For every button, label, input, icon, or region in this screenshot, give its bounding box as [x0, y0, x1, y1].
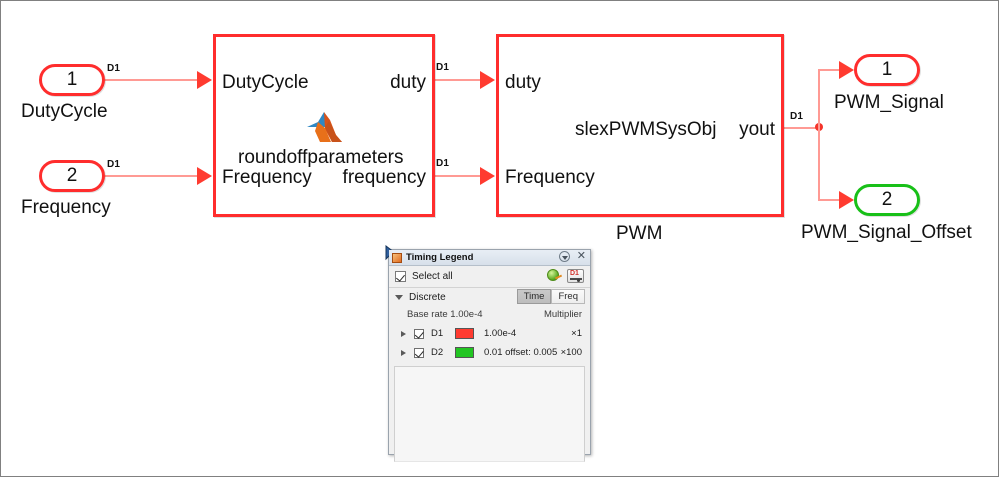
signal-line-yout[interactable] [784, 127, 820, 129]
output-port-pwm-signal-offset[interactable]: 2 [854, 184, 920, 216]
select-all-label: Select all [412, 271, 453, 282]
color-swatch-d2[interactable] [455, 347, 474, 358]
timing-legend-title-buttons: ✕ [558, 250, 586, 262]
d1-sample-time-icon[interactable]: D1 [567, 269, 584, 283]
signal-line-freq2[interactable] [433, 175, 481, 177]
block-pwm-center-label: slexPWMSysObj [575, 119, 717, 140]
block-pwm-name: PWM [616, 223, 663, 244]
chevron-down-circle-icon[interactable] [558, 251, 570, 262]
timing-legend-empty-body [394, 366, 585, 462]
signal-arrow-freq2 [480, 167, 495, 185]
block-pwm-input-duty: duty [505, 72, 541, 93]
signal-line-frequency[interactable] [105, 175, 197, 177]
expand-arrow-icon[interactable] [401, 349, 406, 356]
signal-tag-duty: D1 [436, 62, 450, 73]
chevron-down-icon[interactable] [395, 294, 403, 300]
row-multiplier-d2: ×100 [560, 347, 582, 358]
signal-line-to-pwm-signal-offset[interactable] [818, 199, 841, 201]
input-port-frequency-caption: Frequency [21, 197, 111, 218]
block-roundoffparameters-output-duty: duty [390, 72, 426, 93]
block-roundoffparameters-output-frequency: frequency [342, 167, 426, 188]
base-rate-label: Base rate 1.00e-4 [407, 308, 483, 320]
row-id-d2: D2 [431, 347, 444, 358]
signal-arrow-pwm-signal-offset [839, 191, 854, 209]
color-swatch-d1[interactable] [455, 328, 474, 339]
signal-tag-freq2: D1 [436, 158, 450, 169]
row-desc-d1: 1.00e-4 [484, 328, 517, 339]
output-port-pwm-signal-offset-caption: PWM_Signal_Offset [801, 222, 972, 243]
row-checkbox-d2[interactable] [414, 347, 424, 358]
timing-legend-tool-icons: D1 [547, 269, 584, 283]
block-pwm[interactable]: duty Frequency yout slexPWMSysObj [496, 34, 784, 217]
output-port-pwm-signal[interactable]: 1 [854, 54, 920, 86]
signal-tag-frequency: D1 [107, 159, 121, 170]
timing-legend-titlebar[interactable]: Timing Legend ✕ [389, 250, 590, 266]
signal-tag-yout: D1 [790, 111, 804, 122]
matlab-membrane-icon [305, 109, 345, 150]
input-port-frequency[interactable]: 2 [39, 160, 105, 192]
table-row[interactable]: D1 1.00e-4 ×1 [389, 324, 590, 343]
highlight-globe-icon[interactable] [547, 269, 563, 283]
expand-arrow-icon[interactable] [401, 330, 406, 337]
block-roundoffparameters[interactable]: DutyCycle Frequency duty frequency round… [213, 34, 435, 217]
time-freq-toggle-group: Time Freq [516, 289, 585, 304]
timing-legend-toolbar: Select all D1 [389, 266, 590, 288]
signal-line-branch-up[interactable] [818, 69, 820, 129]
input-port-frequency-number: 2 [66, 165, 78, 186]
toggle-freq[interactable]: Freq [551, 289, 585, 304]
input-port-dutycycle-number: 1 [66, 69, 78, 90]
timing-legend-subheader: Base rate 1.00e-4 Multiplier [389, 306, 590, 322]
signal-tag-dutycycle: D1 [107, 63, 121, 74]
signal-line-duty[interactable] [433, 79, 481, 81]
output-port-pwm-signal-caption: PWM_Signal [834, 92, 944, 113]
signal-line-dutycycle[interactable] [105, 79, 197, 81]
table-row[interactable]: D2 0.01 offset: 0.005 ×100 [389, 343, 590, 362]
block-pwm-input-frequency: Frequency [505, 167, 595, 188]
block-pwm-output-yout: yout [739, 119, 775, 140]
signal-arrow-duty [480, 71, 495, 89]
close-icon[interactable]: ✕ [576, 250, 586, 262]
block-roundoffparameters-name: roundoffparameters [238, 147, 404, 168]
signal-arrow-frequency [197, 167, 212, 185]
output-port-pwm-signal-offset-number: 2 [881, 189, 893, 210]
toggle-time[interactable]: Time [516, 289, 552, 304]
timing-legend-rows: D1 1.00e-4 ×1 D2 0.01 offset: 0.005 ×100 [389, 324, 590, 362]
timing-legend-title: Timing Legend [406, 252, 474, 263]
input-port-dutycycle-caption: DutyCycle [21, 101, 108, 122]
signal-arrow-pwm-signal [839, 61, 854, 79]
block-roundoffparameters-input-dutycycle: DutyCycle [222, 72, 309, 93]
timing-legend-window[interactable]: Timing Legend ✕ Select all D1 Discrete [385, 244, 591, 462]
signal-arrow-dutycycle [197, 71, 212, 89]
output-port-pwm-signal-number: 1 [881, 59, 893, 80]
section-discrete-label: Discrete [409, 291, 446, 303]
block-roundoffparameters-input-frequency: Frequency [222, 167, 312, 188]
signal-line-branch-down[interactable] [818, 127, 820, 201]
signal-line-to-pwm-signal[interactable] [818, 69, 841, 71]
row-multiplier-d1: ×1 [571, 328, 582, 339]
input-port-dutycycle[interactable]: 1 [39, 64, 105, 96]
select-all-checkbox[interactable] [395, 271, 406, 282]
multiplier-label: Multiplier [543, 308, 582, 320]
window-icon [392, 252, 402, 263]
row-desc-d2: 0.01 offset: 0.005 [484, 347, 558, 358]
timing-legend-section-discrete[interactable]: Discrete Time Freq [389, 288, 590, 306]
row-id-d1: D1 [431, 328, 444, 339]
row-checkbox-d1[interactable] [414, 328, 424, 339]
